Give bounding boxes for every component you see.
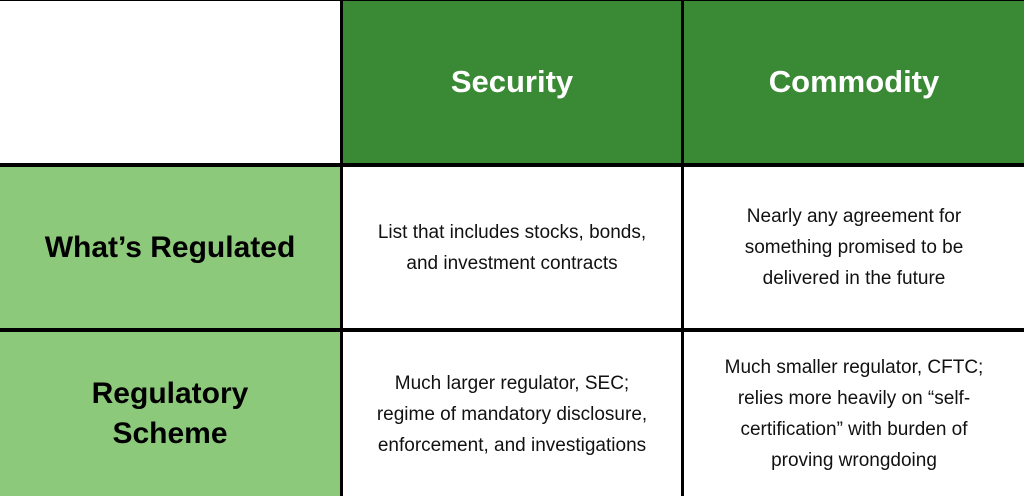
cell-text: Much larger regulator, SEC; regime of ma…: [376, 372, 648, 456]
row-header-label: Regulatory Scheme: [91, 377, 249, 450]
row-header-whats-regulated: What’s Regulated: [0, 167, 340, 328]
table-cell-security-regulatory-scheme: Much larger regulator, SEC; regime of ma…: [343, 332, 681, 496]
cell-text: List that includes stocks, bonds, and in…: [377, 221, 647, 274]
table-cell-commodity-whats-regulated: Nearly any agreement for something promi…: [684, 167, 1024, 328]
cell-text: Much smaller regulator, CFTC; relies mor…: [724, 357, 984, 471]
cell-text: Nearly any agreement for something promi…: [744, 206, 964, 289]
row-header-regulatory-scheme: Regulatory Scheme: [0, 332, 340, 496]
table-corner-cell: [0, 1, 340, 163]
row-header-label: What’s Regulated: [44, 230, 296, 264]
table-cell-security-whats-regulated: List that includes stocks, bonds, and in…: [343, 167, 681, 328]
table-cell-commodity-regulatory-scheme: Much smaller regulator, CFTC; relies mor…: [684, 332, 1024, 496]
column-header-security: Security: [343, 1, 681, 163]
column-header-commodity: Commodity: [684, 1, 1024, 163]
